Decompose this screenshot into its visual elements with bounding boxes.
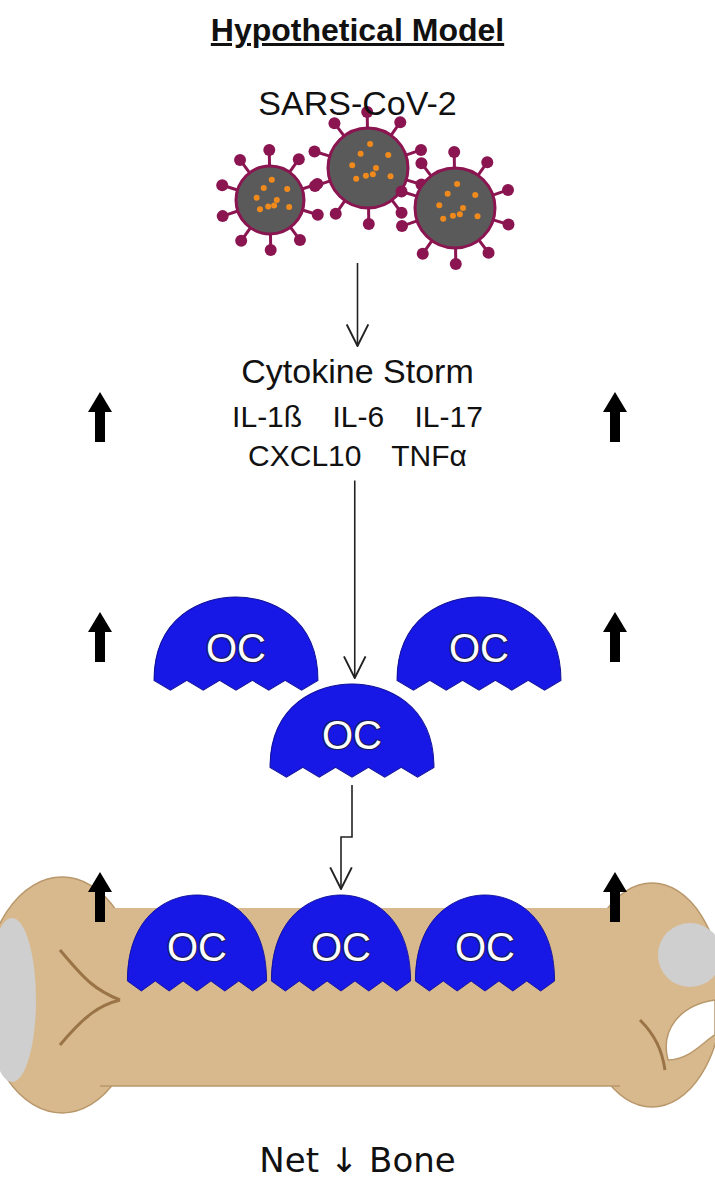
flow-arrow — [357, 263, 359, 346]
cell-label: OC — [150, 628, 322, 668]
cell-label: OC — [266, 715, 438, 755]
cytokine-list: IL-1ß IL-6 IL-17 CXCL10 TNFα — [198, 397, 518, 475]
cell-label: OC — [268, 927, 414, 967]
osteoclast-cell: OC — [266, 682, 438, 779]
outcome-label: Net ↓ Bone — [0, 1140, 715, 1180]
increase-arrow — [603, 392, 627, 442]
osteoclast-cell: OC — [268, 893, 414, 993]
stage-node: Cytokine StormIL-1ß IL-6 IL-17 CXCL10 TN… — [122, 350, 593, 475]
cell-label: OC — [124, 927, 270, 967]
osteoclast-cell: OC — [393, 595, 565, 692]
increase-arrow — [603, 612, 627, 662]
diagram-title: Hypothetical Model — [0, 12, 715, 49]
cell-label: OC — [412, 927, 558, 967]
increase-arrow — [88, 872, 112, 922]
flow-arrow — [341, 785, 352, 889]
virus-particle — [216, 144, 324, 256]
increase-arrow — [603, 872, 627, 922]
increase-arrow — [88, 612, 112, 662]
virus-particle — [309, 106, 428, 230]
flow-arrow — [354, 481, 356, 679]
osteoclast-cell: OC — [412, 893, 558, 993]
osteoclast-cell: OC — [124, 893, 270, 993]
stage-node: SARS-CoV-2 — [142, 82, 573, 257]
bone — [0, 877, 715, 1113]
increase-arrow — [88, 392, 112, 442]
stage-heading: Cytokine Storm — [122, 350, 593, 393]
cell-label: OC — [393, 628, 565, 668]
osteoclast-cell: OC — [150, 595, 322, 692]
stage-heading: SARS-CoV-2 — [142, 82, 573, 125]
virus-particle — [396, 146, 515, 270]
